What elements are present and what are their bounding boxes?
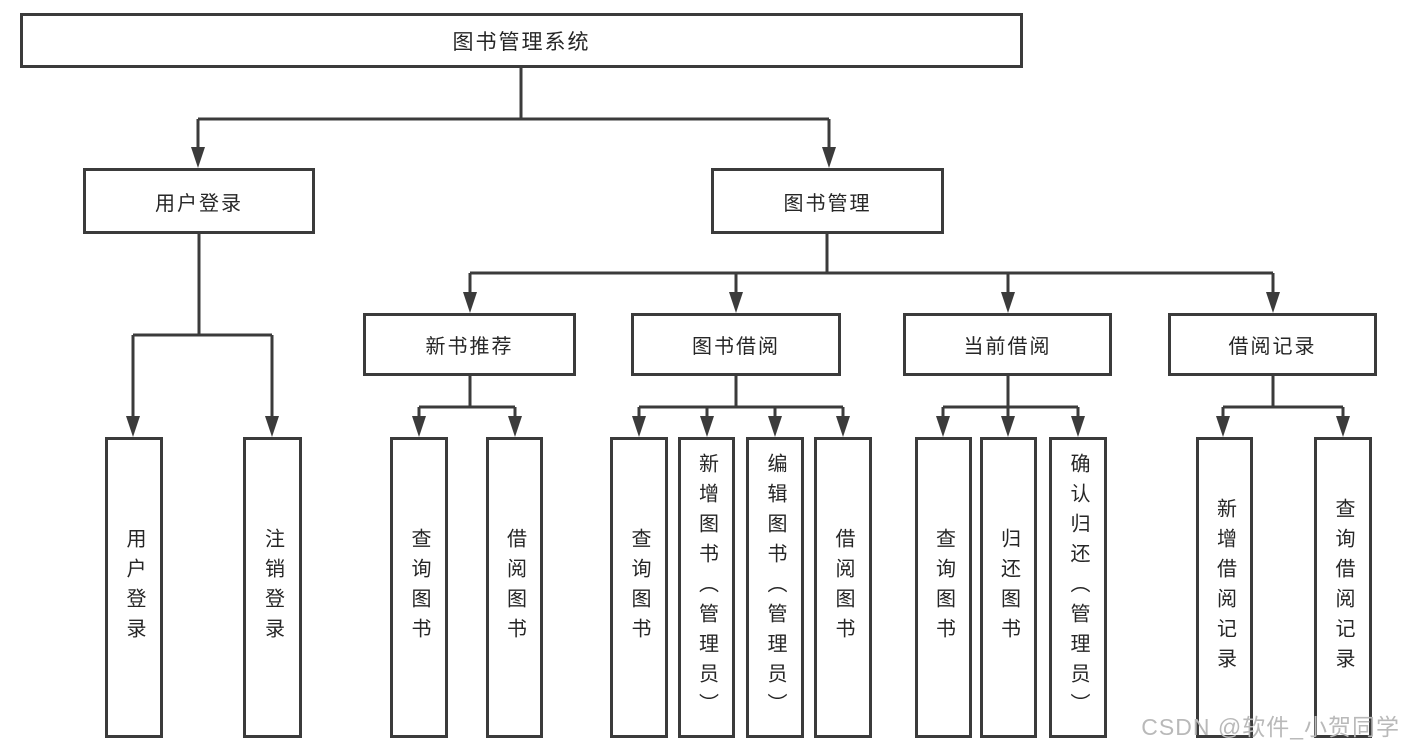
node-current-borrow: 当前借阅: [903, 313, 1112, 376]
connector-user-login-children: [131, 233, 274, 418]
arrow-down-icon: [463, 292, 477, 313]
node-borrow-records: 借阅记录: [1168, 313, 1377, 376]
arrow-down-icon: [768, 416, 782, 437]
node-label: 用户登录: [123, 527, 145, 648]
arrow-down-icon: [822, 147, 836, 168]
leaf-user-login: 用户登录: [105, 437, 163, 738]
arrow-down-icon: [1216, 416, 1230, 437]
connector-book-mgmt-children: [468, 233, 1275, 295]
leaf-query-borrow-record: 查询借阅记录: [1314, 437, 1372, 738]
arrow-down-icon: [191, 147, 205, 168]
node-label: 查询借阅记录: [1332, 497, 1354, 678]
csdn-watermark: CSDN @软件_小贺同学: [1141, 714, 1400, 740]
leaf-query-books-current: 查询图书: [915, 437, 972, 738]
node-label: 用户登录: [155, 192, 243, 215]
connector-records-children: [1221, 375, 1345, 418]
node-label: 编辑图书（管理员）: [764, 452, 786, 723]
connector-root-to-level2: [196, 68, 831, 149]
arrow-down-icon: [632, 416, 646, 437]
node-label: 归还图书: [997, 527, 1020, 648]
leaf-add-books-admin: 新增图书（管理员）: [678, 437, 735, 738]
node-book-management-branch: 图书管理: [711, 168, 944, 234]
node-label: 图书管理系统: [452, 30, 591, 54]
arrow-down-icon: [729, 292, 743, 313]
connector-borrow-children: [637, 375, 845, 418]
node-label: 图书借阅: [692, 336, 780, 358]
leaf-confirm-return-admin: 确认归还（管理员）: [1049, 437, 1107, 738]
arrow-down-icon: [1001, 292, 1015, 313]
arrow-down-icon: [508, 416, 522, 437]
leaf-query-books-borrow: 查询图书: [610, 437, 668, 738]
node-root-system: 图书管理系统: [20, 13, 1023, 68]
node-label: 查询图书: [408, 527, 430, 648]
arrow-down-icon: [126, 416, 140, 437]
leaf-return-books: 归还图书: [980, 437, 1037, 738]
node-new-book-recommend: 新书推荐: [363, 313, 576, 376]
leaf-borrow-books-recommend: 借阅图书: [486, 437, 543, 738]
node-label: 查询图书: [628, 527, 650, 648]
arrow-down-icon: [1071, 416, 1085, 437]
node-label: 新增借阅记录: [1213, 497, 1236, 678]
node-label: 注销登录: [261, 527, 284, 648]
node-label: 新书推荐: [425, 336, 514, 358]
node-label: 确认归还（管理员）: [1067, 452, 1089, 723]
node-user-login-branch: 用户登录: [83, 168, 315, 234]
node-label: 新增图书（管理员）: [695, 452, 718, 723]
node-label: 借阅图书: [832, 527, 854, 648]
connector-recommend-children: [417, 375, 517, 418]
leaf-edit-books-admin: 编辑图书（管理员）: [746, 437, 804, 738]
connector-current-children: [941, 375, 1080, 418]
arrow-down-icon: [265, 416, 279, 437]
leaf-query-books-recommend: 查询图书: [390, 437, 448, 738]
arrow-down-icon: [1266, 292, 1280, 313]
node-label: 借阅图书: [503, 527, 526, 648]
leaf-add-borrow-record: 新增借阅记录: [1196, 437, 1253, 738]
arrow-down-icon: [412, 416, 426, 437]
arrow-down-icon: [1336, 416, 1350, 437]
arrow-down-icon: [936, 416, 950, 437]
arrow-down-icon: [1001, 416, 1015, 437]
leaf-logout: 注销登录: [243, 437, 302, 738]
node-label: 当前借阅: [963, 336, 1052, 358]
node-book-borrow: 图书借阅: [631, 313, 841, 376]
node-label: 查询图书: [932, 527, 955, 648]
arrow-down-icon: [836, 416, 850, 437]
node-label: 图书管理: [783, 192, 872, 215]
node-label: 借阅记录: [1228, 336, 1317, 358]
leaf-borrow-books: 借阅图书: [814, 437, 872, 738]
arrow-down-icon: [700, 416, 714, 437]
